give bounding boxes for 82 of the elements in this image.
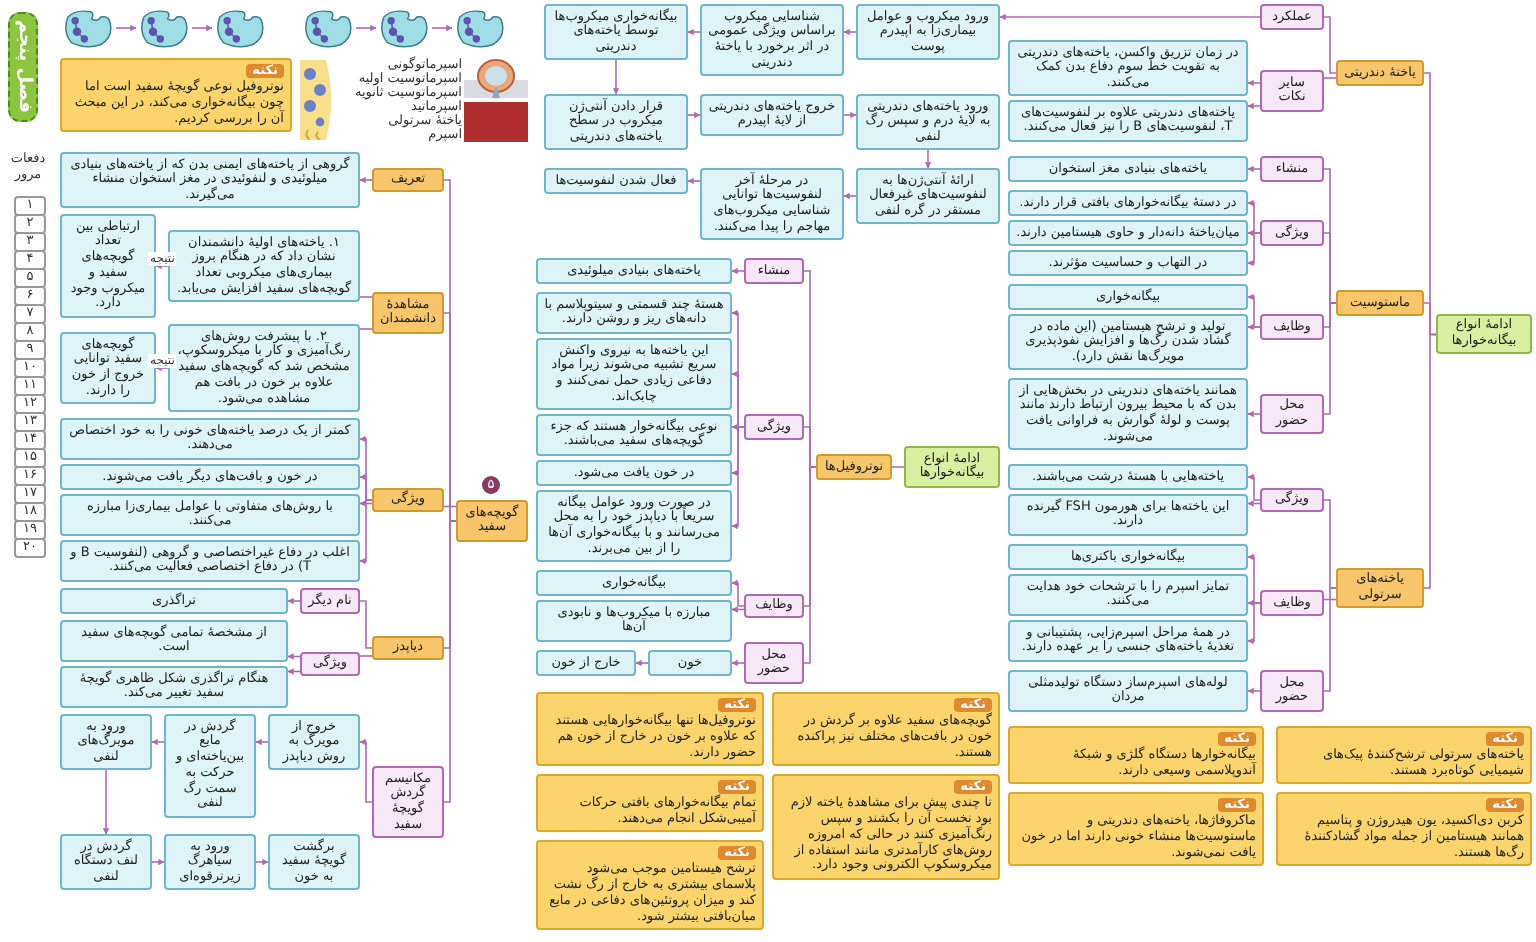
connector-line — [1423, 333, 1437, 589]
arrow — [102, 769, 110, 835]
arrow — [115, 24, 137, 32]
arrow — [731, 579, 745, 607]
arrow — [287, 668, 301, 675]
arrow — [1247, 102, 1261, 110]
arrow — [843, 192, 857, 200]
arrow — [155, 364, 169, 372]
connector-line — [803, 426, 817, 468]
arrow — [355, 24, 377, 32]
arrow — [731, 606, 745, 613]
connector-line — [1423, 302, 1437, 336]
connector-line — [1323, 499, 1337, 589]
arrow — [1247, 687, 1261, 695]
note-box — [1008, 792, 1264, 867]
arrow — [924, 149, 932, 169]
cell-drawing — [60, 6, 116, 50]
arrow — [287, 653, 301, 660]
arrow — [155, 262, 169, 270]
arrow — [1247, 473, 1261, 501]
arrow — [359, 473, 373, 501]
arrow — [255, 738, 269, 746]
arrow — [843, 28, 857, 36]
connector-line — [1323, 232, 1337, 304]
connector-line — [359, 600, 373, 649]
arrow — [1247, 500, 1261, 507]
arrow — [1247, 602, 1261, 645]
arrow — [612, 59, 620, 95]
arrow — [843, 111, 857, 119]
arrow — [1247, 293, 1261, 328]
arrow — [151, 858, 165, 866]
arrow — [731, 267, 745, 275]
connector-line — [359, 296, 373, 298]
connector-line — [1323, 587, 1337, 692]
arrow — [731, 426, 745, 530]
arrow — [687, 177, 701, 185]
cell-drawing — [212, 6, 268, 50]
arrow — [359, 738, 373, 803]
connector-line — [803, 466, 817, 664]
note-box — [772, 692, 1000, 767]
connector-line — [359, 328, 373, 330]
note-box — [536, 774, 764, 833]
arrow — [1247, 410, 1261, 418]
arrow — [287, 597, 301, 605]
connector-line — [443, 312, 457, 522]
arrow — [1247, 199, 1261, 234]
note-box — [60, 58, 292, 133]
arrow — [687, 28, 701, 36]
arrow — [431, 24, 453, 32]
connector-line — [1323, 77, 1337, 79]
arrow — [731, 370, 745, 428]
connector-line — [443, 520, 457, 803]
cell-drawing — [376, 6, 432, 50]
cell-drawing — [136, 6, 192, 50]
arrow — [1247, 165, 1261, 173]
note-box — [536, 692, 764, 767]
note-box — [1008, 726, 1264, 785]
arrow — [635, 659, 649, 667]
chapter-tab: فصل پنجم — [8, 12, 38, 122]
arrow — [1247, 79, 1261, 87]
arrow — [999, 13, 1261, 21]
arrow — [359, 500, 373, 507]
cell-drawing — [452, 6, 508, 50]
arrow — [687, 111, 701, 119]
connector-line — [359, 655, 373, 657]
note-box — [536, 840, 764, 930]
arrow — [359, 499, 373, 565]
arrow — [191, 24, 213, 32]
connector-line — [1323, 302, 1337, 415]
arrow — [731, 659, 745, 667]
cell-drawing — [300, 6, 356, 50]
arrow — [151, 738, 165, 746]
note-box — [772, 774, 1000, 880]
arrow — [255, 858, 269, 866]
note-box — [1276, 792, 1532, 867]
arrow — [1247, 553, 1261, 604]
arrow — [359, 176, 373, 184]
arrow — [1247, 323, 1261, 331]
connector-line — [891, 466, 905, 468]
note-box — [1276, 726, 1532, 785]
connector-line — [1323, 16, 1337, 74]
arrow — [1247, 232, 1261, 267]
